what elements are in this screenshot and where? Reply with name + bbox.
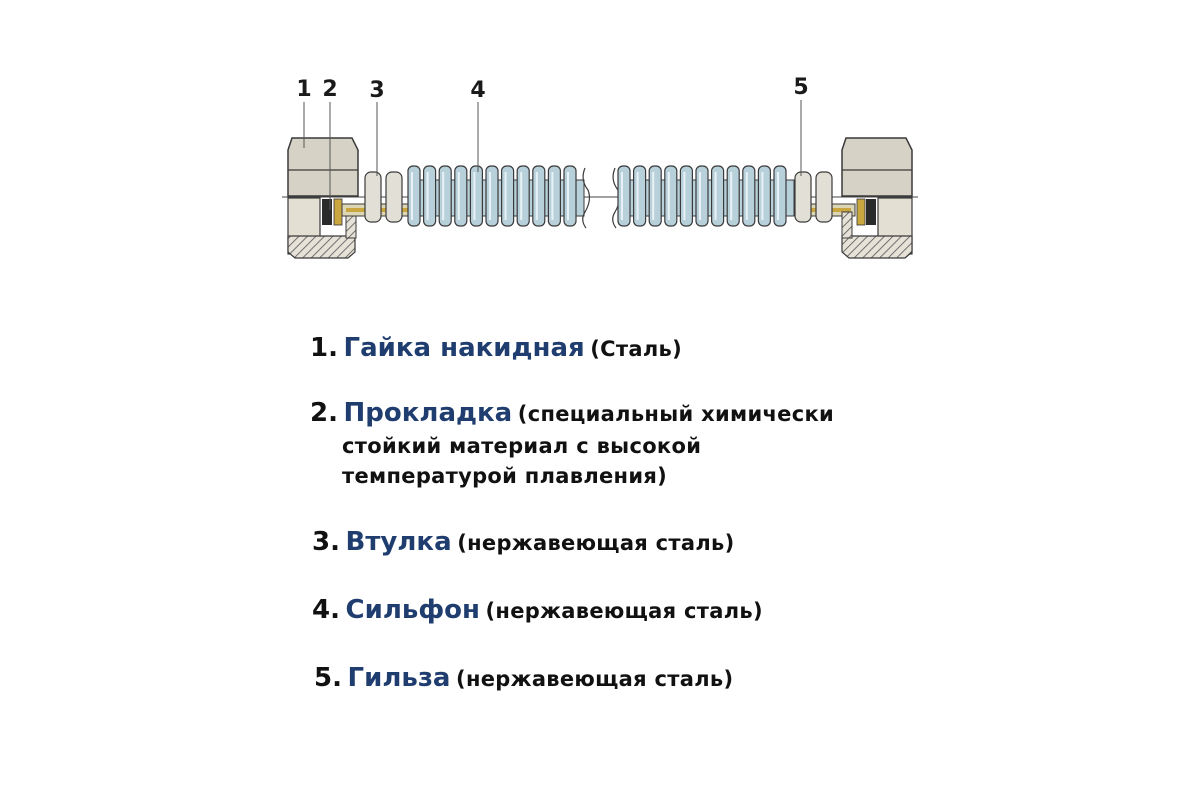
left-bushing xyxy=(341,171,413,223)
callout-4: 4 xyxy=(470,78,486,103)
bellows-ridge xyxy=(648,165,662,227)
legend-number: 2. xyxy=(310,398,338,428)
callout-5: 5 xyxy=(793,75,809,100)
legend-number: 5. xyxy=(314,663,342,693)
callout-3: 3 xyxy=(369,78,385,103)
callout-2: 2 xyxy=(322,77,338,102)
legend-desc-line2: стойкий материал с высокой xyxy=(342,434,702,458)
legend-number: 4. xyxy=(312,595,340,625)
bellows-ridge xyxy=(617,165,631,227)
break-left xyxy=(582,167,591,229)
bellows-ridge xyxy=(742,165,756,227)
legend-desc: (нержавеющая сталь) xyxy=(456,667,734,691)
legend-number: 3. xyxy=(312,527,340,557)
bellows-ridge xyxy=(710,165,725,227)
bellows-ridge xyxy=(757,165,772,227)
bellows-ridge xyxy=(679,165,694,227)
bellows-ridge xyxy=(454,165,468,227)
bellows-ridge xyxy=(485,165,499,227)
legend-item-2: 2. Прокладка (специальный химически стой… xyxy=(310,398,834,491)
legend-item-1: 1. Гайка накидная (Сталь) xyxy=(310,333,682,366)
bellows-ridge xyxy=(726,165,740,227)
hose-cross-section xyxy=(282,100,918,259)
legend-name: Гайка накидная xyxy=(343,333,585,363)
right-sleeve xyxy=(794,171,856,223)
legend-name: Сильфон xyxy=(345,595,480,625)
legend-name: Втулка xyxy=(345,527,452,557)
left-bellows xyxy=(407,165,585,227)
bellows-ridge xyxy=(407,165,421,227)
bellows-ridge xyxy=(438,165,452,227)
right-gasket xyxy=(856,198,876,226)
legend-desc-line3: температурой плавления) xyxy=(342,464,668,488)
left-nut xyxy=(287,137,359,259)
legend-number: 1. xyxy=(310,333,338,363)
legend-item-4: 4. Сильфон (нержавеющая сталь) xyxy=(312,595,763,628)
legend-name: Прокладка xyxy=(343,398,513,428)
bellows-ridge xyxy=(501,165,515,227)
bellows-ridge xyxy=(547,165,562,227)
legend-desc: (специальный химически xyxy=(517,402,835,426)
legend-desc: (нержавеющая сталь) xyxy=(457,531,735,555)
bellows-ridge xyxy=(423,165,437,227)
bellows-ridge xyxy=(469,165,483,227)
bellows-ridge xyxy=(516,165,530,227)
bellows-ridge xyxy=(695,165,709,227)
bellows-ridge xyxy=(773,165,787,227)
legend-desc: (нержавеющая сталь) xyxy=(485,599,763,623)
legend-desc: (Сталь) xyxy=(590,337,682,361)
bellows-ridge xyxy=(664,165,678,227)
legend-item-5: 5. Гильза (нержавеющая сталь) xyxy=(314,663,733,696)
bellows-ridge xyxy=(563,165,577,227)
left-gasket xyxy=(322,198,343,226)
bellows-ridge xyxy=(532,165,546,227)
right-nut xyxy=(841,137,913,259)
hose-diagram: 1 2 3 4 5 xyxy=(0,0,1200,300)
right-bellows xyxy=(617,165,795,227)
legend-name: Гильза xyxy=(347,663,451,693)
legend-item-3: 3. Втулка (нержавеющая сталь) xyxy=(312,527,735,560)
callout-1: 1 xyxy=(296,77,312,102)
bellows-ridge xyxy=(632,165,647,227)
